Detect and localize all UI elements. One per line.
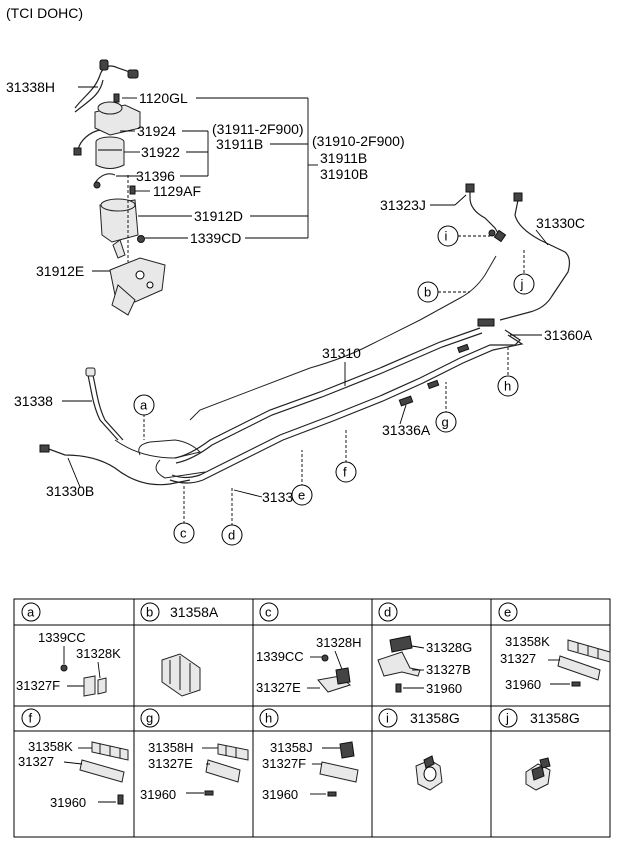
- legend-key-a: a: [27, 605, 35, 620]
- label-31910b: 31910B: [320, 166, 368, 182]
- fuel-filter-assembly: [73, 59, 166, 316]
- legend-cell-e: 31358K 31327 31960: [500, 634, 611, 692]
- legend-h-label-31358j: 31358J: [270, 740, 313, 755]
- callout-i: i: [445, 229, 448, 244]
- legend-key-e: e: [504, 605, 511, 620]
- legend-key-b: b: [146, 605, 153, 620]
- legend-e-label-31327: 31327: [500, 651, 536, 666]
- legend-key-j: j: [505, 711, 509, 726]
- hose-fitting: [127, 69, 139, 79]
- legend-key-h: h: [265, 711, 272, 726]
- legend-d-label-31327b: 31327B: [426, 662, 471, 677]
- callout-d: d: [228, 528, 235, 543]
- callout-c: c: [180, 526, 187, 541]
- legend-a-label-31328k: 31328K: [76, 646, 121, 661]
- label-31338h: 31338H: [6, 79, 55, 95]
- label-31330c: 31330C: [536, 215, 585, 231]
- callout-f: f: [343, 465, 347, 480]
- legend-key-g: g: [146, 711, 153, 726]
- callout-markers: i j b h g a f e c d: [133, 225, 535, 546]
- legend-cell-d: 31328G 31327B 31960: [377, 635, 472, 696]
- legend-key-i: i: [386, 711, 389, 726]
- legend-g-label-31327e: 31327E: [148, 756, 193, 771]
- legend-cell-b: [161, 653, 201, 697]
- legend-g-label-31960: 31960: [140, 787, 176, 802]
- hose-31338: [87, 374, 119, 441]
- legend-h-label-31960: 31960: [262, 787, 298, 802]
- legend-d-label-31960: 31960: [426, 681, 462, 696]
- label-31911b-inner: 31911B: [216, 136, 263, 152]
- label-31310: 31310: [322, 345, 361, 361]
- legend-f-label-31358k: 31358K: [28, 739, 73, 754]
- legend-key-f: f: [29, 711, 33, 726]
- label-31336a: 31336A: [382, 422, 431, 438]
- bolt-icon: [113, 93, 120, 103]
- legend-title-b: 31358A: [170, 604, 219, 620]
- legend-h-label-31327f: 31327F: [262, 756, 306, 771]
- legend-a-label-31327f: 31327F: [16, 678, 60, 693]
- legend-c-label-31327e: 31327E: [256, 680, 301, 695]
- legend-cell-i: [415, 755, 443, 791]
- canister-icon: [99, 198, 139, 259]
- legend-cell-f: 31358K 31327 31960: [18, 739, 129, 810]
- legend-e-label-31358k: 31358K: [505, 634, 550, 649]
- hose-31338h: [74, 65, 131, 109]
- label-31910-2f900: (31910-2F900): [312, 133, 405, 149]
- legend-d-label-31328g: 31328G: [426, 640, 472, 655]
- label-31922: 31922: [141, 144, 180, 160]
- fuel-lines: [39, 183, 571, 486]
- variant-label: (TCI DOHC): [6, 5, 83, 21]
- line-31330c: [499, 199, 571, 321]
- callout-b: b: [424, 285, 431, 300]
- legend-key-d: d: [384, 605, 391, 620]
- callout-h: h: [504, 379, 511, 394]
- callout-a: a: [140, 398, 148, 413]
- bracket-icon: [109, 257, 166, 316]
- pipe-leaders: [62, 194, 549, 498]
- callout-j: j: [520, 277, 524, 292]
- fuel-filter-icon: [95, 136, 125, 169]
- clip-icon: [488, 229, 496, 237]
- legend-a-label-1339cc: 1339CC: [38, 630, 86, 645]
- label-31338: 31338: [14, 393, 53, 409]
- label-1339cd: 1339CD: [190, 230, 241, 246]
- label-1129af: 1129AF: [153, 183, 201, 199]
- legend-f-label-31960: 31960: [50, 795, 86, 810]
- legend-e-label-31960: 31960: [505, 677, 541, 692]
- line-31360a: [171, 329, 521, 479]
- legend-key-c: c: [265, 605, 272, 620]
- label-31924: 31924: [137, 123, 176, 139]
- callout-g: g: [442, 415, 449, 430]
- legend-f-label-31327: 31327: [18, 754, 54, 769]
- legend-cell-g: 31358H 31327E 31960: [140, 740, 249, 802]
- legend-cell-c: 31328H 1339CC 31327E: [256, 635, 362, 695]
- clamp-icon: [415, 755, 443, 791]
- legend-c-label-31328h: 31328H: [316, 635, 362, 650]
- legend-grid: a b 31358A c d e f g h i 31358G j 31358G: [13, 598, 611, 838]
- label-31911b-outer: 31911B: [320, 150, 367, 166]
- legend-g-label-31358h: 31358H: [148, 740, 194, 755]
- line-31330b: [45, 447, 191, 486]
- legend-title-i: 31358G: [410, 710, 460, 726]
- legend-cell-a: 1339CC 31328K 31327F: [16, 630, 121, 697]
- label-31396: 31396: [136, 168, 175, 184]
- clip-icon: [161, 653, 201, 697]
- label-31360a: 31360A: [544, 327, 593, 343]
- label-1120gl: 1120GL: [139, 90, 188, 106]
- legend-c-label-1339cc: 1339CC: [256, 649, 304, 664]
- label-31330b: 31330B: [46, 483, 94, 499]
- line-31323j: [469, 190, 503, 241]
- label-31912d: 31912D: [194, 208, 243, 224]
- assembly-leaders: [78, 86, 318, 272]
- legend-cell-h: 31358J 31327F 31960: [262, 740, 359, 802]
- label-31911-2f900: (31911-2F900): [212, 121, 304, 137]
- callout-e: e: [298, 488, 305, 503]
- label-31912e: 31912E: [36, 263, 84, 279]
- legend-cell-j: [525, 757, 551, 791]
- label-31323j: 31323J: [380, 197, 426, 213]
- legend-title-j: 31358G: [530, 710, 580, 726]
